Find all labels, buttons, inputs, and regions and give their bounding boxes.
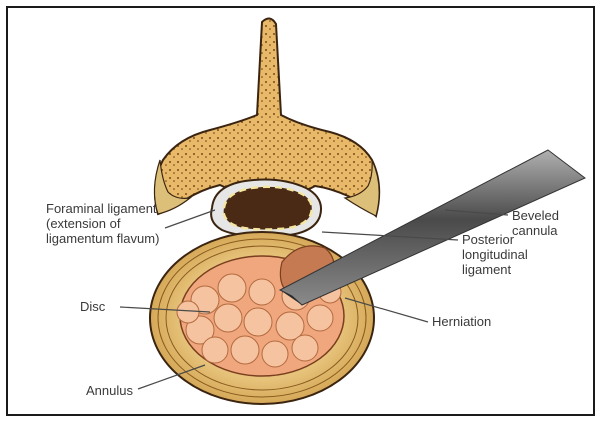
label-foraminal-line-2: (extension of [46,216,159,231]
label-foraminal-line-1: Foraminal ligament [46,201,159,216]
label-beveled-line-1: Beveled [512,208,559,223]
spinal-canal [211,180,321,237]
label-posterior-line-2: longitudinal [462,247,528,262]
label-posterior-line-3: ligament [462,262,528,277]
label-posterior-line-1: Posterior [462,232,528,247]
label-posterior-longitudinal-ligament: Posterior longitudinal ligament [462,232,528,277]
label-herniation: Herniation [432,314,491,329]
disc [150,232,374,404]
label-foraminal-ligament: Foraminal ligament (extension of ligamen… [46,201,159,246]
label-disc: Disc [80,299,105,314]
label-foraminal-line-3: ligamentum flavum) [46,231,159,246]
label-annulus: Annulus [86,383,133,398]
